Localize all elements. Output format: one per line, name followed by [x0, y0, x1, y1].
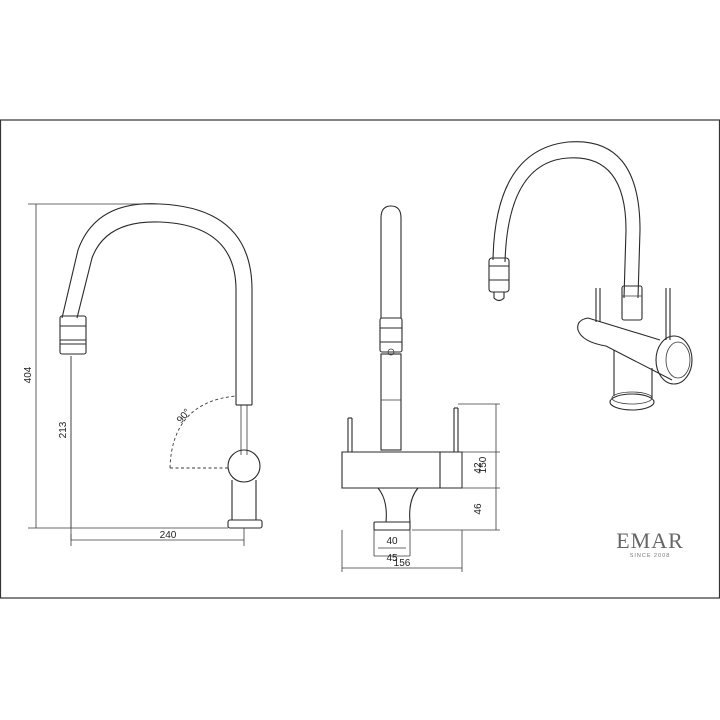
- side-view: [59, 203, 263, 540]
- dim-front-lever-height: 150: [478, 456, 489, 473]
- dim-side-spout-height: 213: [58, 421, 69, 438]
- dim-side-reach: 240: [160, 530, 177, 541]
- drawing-frame: [0, 119, 720, 599]
- side-dimensions: [28, 203, 245, 546]
- front-view: [341, 205, 463, 531]
- front-dimensions: [341, 403, 500, 572]
- dim-front-total-width: 156: [394, 558, 411, 569]
- dim-side-total-height: 404: [23, 366, 34, 383]
- dim-rotation-angle: 90°: [175, 407, 193, 426]
- dim-front-base-inner: 40: [386, 536, 398, 547]
- perspective-view: [488, 141, 693, 411]
- dim-front-base-height: 46: [473, 503, 484, 515]
- brand-tagline: SINCE 2008: [630, 553, 671, 559]
- dim-front-body-height: 42: [473, 462, 484, 474]
- brand-logo: EMAR SINCE 2008: [616, 528, 684, 559]
- dim-front-base-outer: 45: [386, 553, 398, 564]
- brand-name: EMAR: [616, 528, 684, 553]
